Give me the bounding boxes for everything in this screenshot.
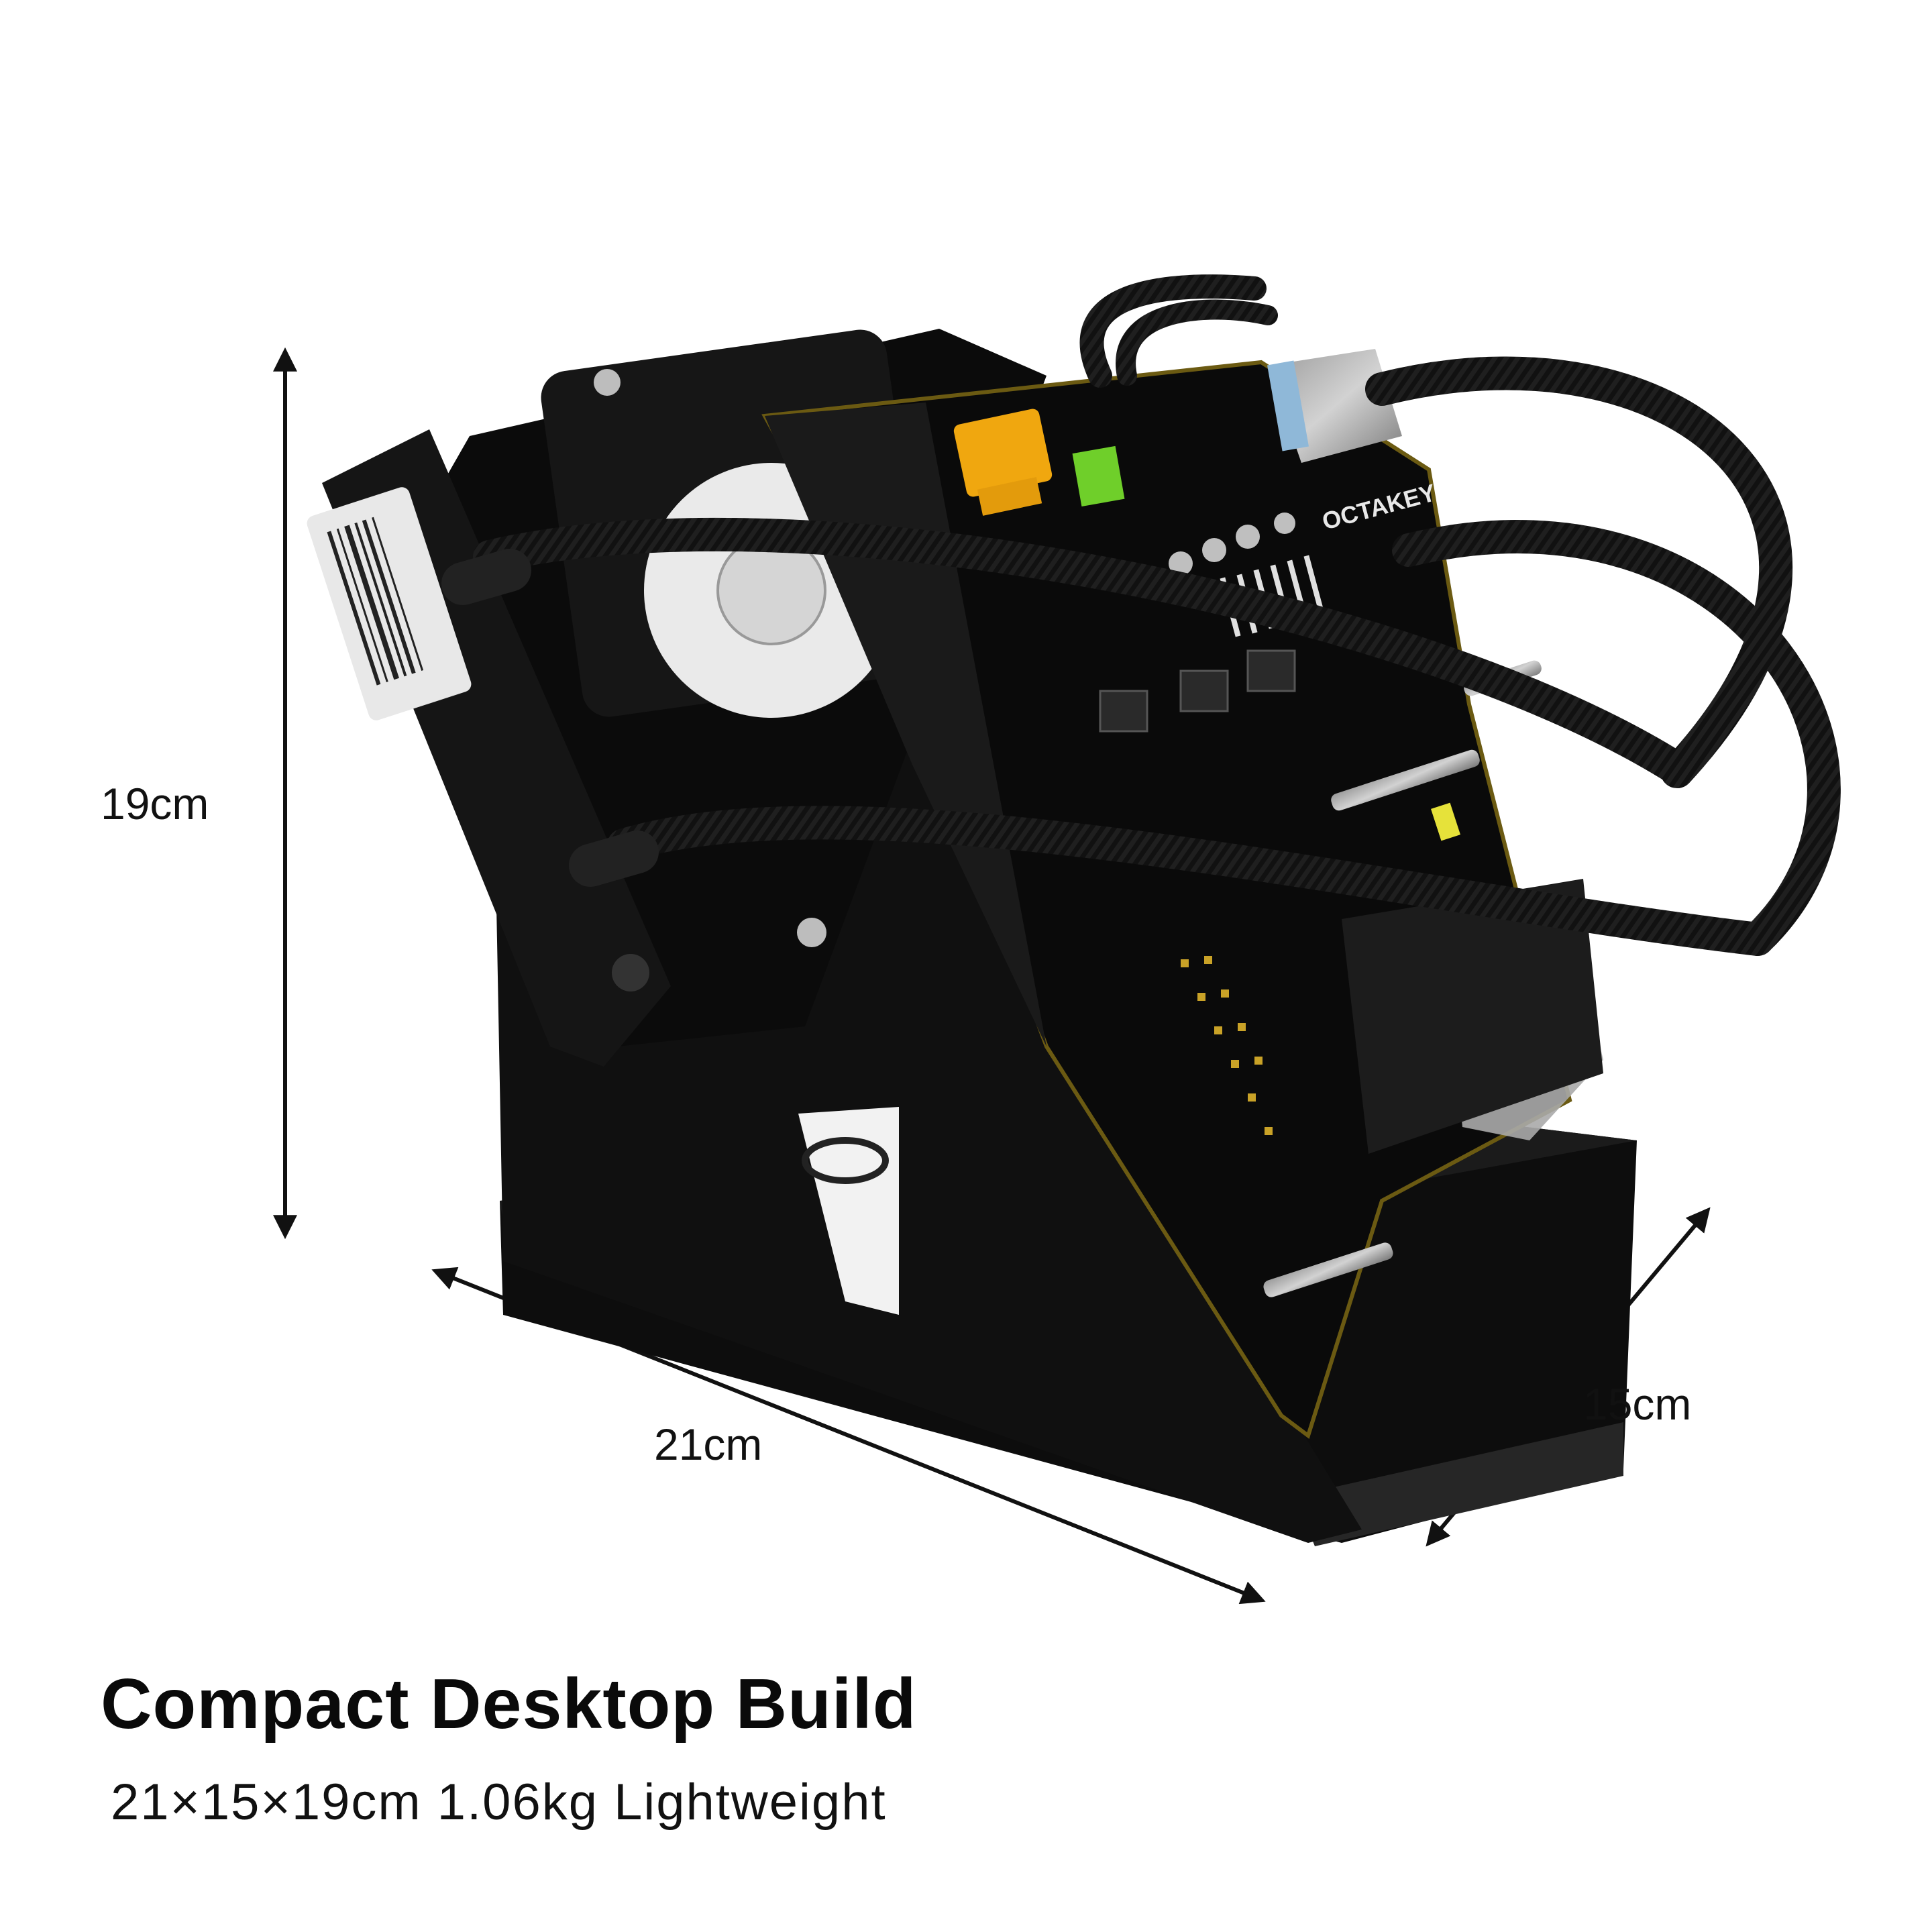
depth-label: 15cm <box>1583 1379 1692 1429</box>
control-board: OCTAKEY <box>761 349 1603 1439</box>
braided-cables <box>441 274 1841 956</box>
width-label: 21cm <box>654 1419 763 1469</box>
caption-subtitle: 21×15×19cm 1.06kg Lightweight <box>111 1774 887 1831</box>
height-label: 19cm <box>101 779 209 828</box>
caption-title: Compact Desktop Build <box>101 1664 917 1743</box>
